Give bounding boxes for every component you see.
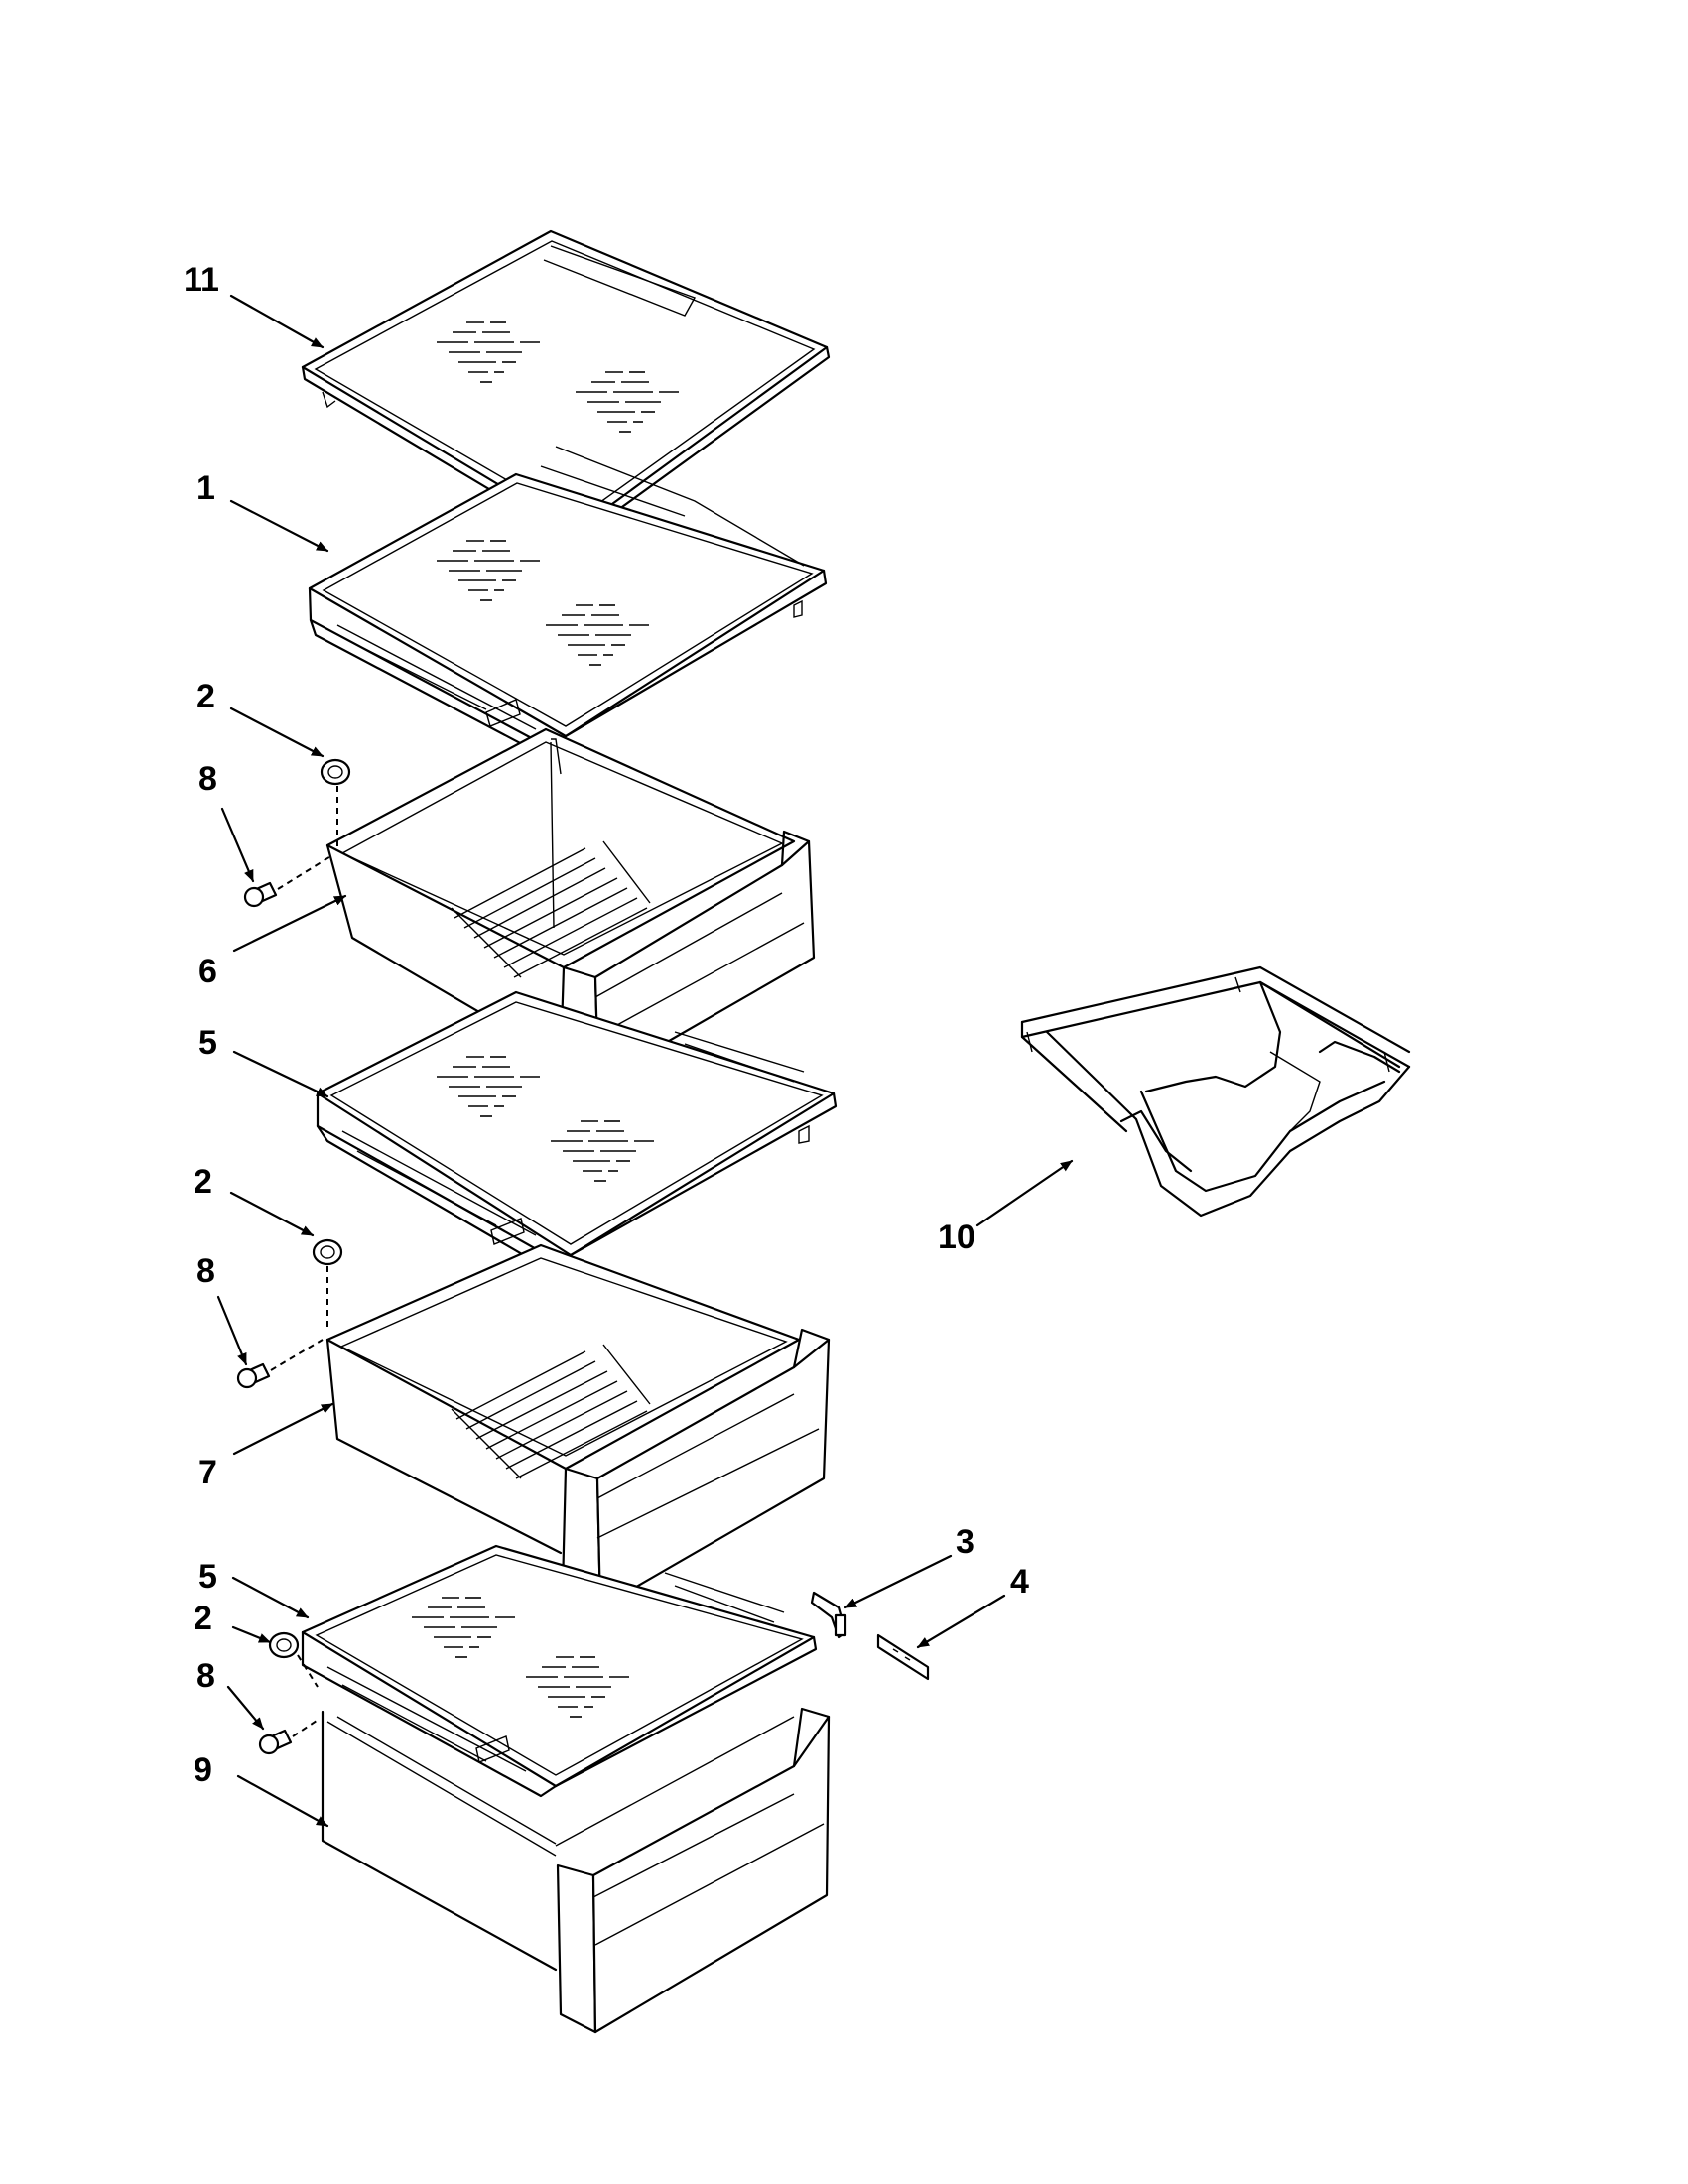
callout-9: 9 <box>194 1751 212 1789</box>
callout-8-lower: 8 <box>196 1657 215 1695</box>
part-5-shelf-frame <box>316 990 838 1297</box>
part-10-wine-rack <box>1020 965 1411 1218</box>
callout-labels: 11 1 2 8 6 5 2 8 7 3 4 5 2 8 9 10 <box>184 261 1029 1789</box>
callout-1: 1 <box>196 469 215 507</box>
part-9-bottom-drawer <box>321 1707 831 2034</box>
callout-10: 10 <box>938 1219 975 1256</box>
part-2-wheel-lower <box>268 1631 319 1688</box>
part-2-wheel-upper <box>320 758 351 851</box>
leader-lines <box>216 294 1074 1828</box>
part-8-pin-upper <box>243 854 333 908</box>
callout-3: 3 <box>956 1523 974 1561</box>
part-11-glass-shelf <box>301 229 831 543</box>
part-5-lower-shelf-frame <box>301 1544 818 1798</box>
callout-5-lower: 5 <box>198 1558 217 1596</box>
callout-2-middle: 2 <box>194 1163 212 1201</box>
part-8-pin-lower <box>258 1718 321 1755</box>
callout-11: 11 <box>184 261 219 299</box>
callout-4: 4 <box>1010 1563 1029 1601</box>
callout-8-upper: 8 <box>198 760 217 798</box>
part-4-bracket <box>876 1633 930 1681</box>
part-2-wheel-middle <box>312 1238 343 1330</box>
callout-6: 6 <box>198 953 217 990</box>
callout-8-middle: 8 <box>196 1252 215 1290</box>
part-3-bracket <box>810 1591 847 1639</box>
callout-2-lower: 2 <box>194 1600 212 1637</box>
callout-5-middle: 5 <box>198 1024 217 1062</box>
part-8-pin-middle <box>236 1339 324 1389</box>
part-7-drawer <box>325 1243 831 1609</box>
callout-7: 7 <box>198 1454 217 1491</box>
part-1-shelf-frame <box>308 446 828 766</box>
callout-2-upper: 2 <box>196 678 215 715</box>
